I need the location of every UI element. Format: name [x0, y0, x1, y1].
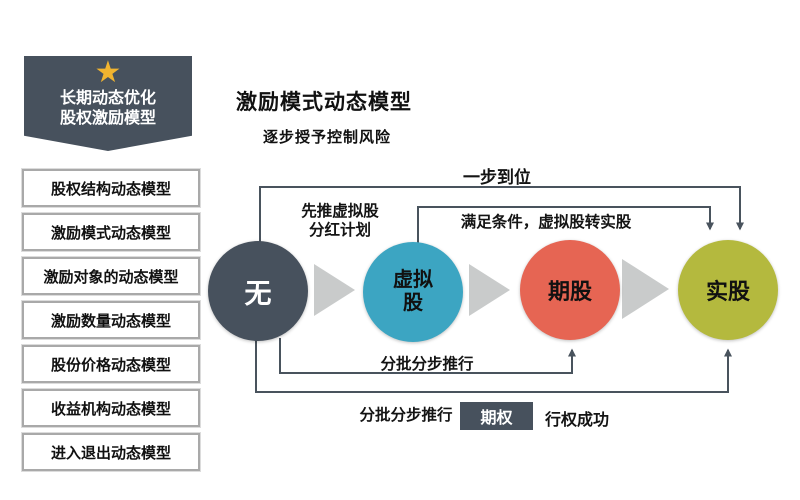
label-virtual-plan-line2: 分红计划 — [308, 222, 372, 239]
sidebar-model-list: 股权结构动态模型 激励模式动态模型 激励对象的动态模型 激励数量动态模型 股份价… — [22, 169, 200, 477]
node-option-stock: 期股 — [520, 240, 620, 340]
banner-title-line1: 长期动态优化 — [59, 90, 156, 107]
banner-title-line2: 股权激励模型 — [59, 110, 156, 127]
list-item-equity-structure: 股权结构动态模型 — [22, 169, 200, 207]
option-badge: 期权 — [460, 402, 533, 430]
list-item-incentive-target: 激励对象的动态模型 — [22, 257, 200, 295]
label-virtual-plan-line1: 先推虚拟股 — [301, 203, 379, 220]
node-real-stock-label: 实股 — [705, 279, 750, 304]
label-batch-top: 分批分步推行 — [380, 356, 474, 373]
node-real-stock: 实股 — [678, 240, 778, 340]
list-item-share-price: 股份价格动态模型 — [22, 345, 200, 383]
list-item-incentive-quantity: 激励数量动态模型 — [22, 301, 200, 339]
star-icon: ★ — [94, 56, 122, 89]
list-item-income-structure: 收益机构动态模型 — [22, 389, 200, 427]
node-none: 无 — [208, 241, 308, 341]
list-item-incentive-mode: 激励模式动态模型 — [22, 213, 200, 251]
page-subtitle: 逐步授予控制风险 — [263, 129, 392, 146]
page-title: 激励模式动态模型 — [236, 91, 412, 114]
arrow-triangle-icon — [314, 264, 355, 316]
label-batch-bottom: 分批分步推行 — [359, 407, 453, 424]
label-exercise-success: 行权成功 — [545, 412, 610, 429]
sidebar-banner: ★ 长期动态优化 股权激励模型 — [24, 56, 192, 151]
label-virtual-plan: 先推虚拟股 分红计划 — [301, 202, 379, 240]
node-none-label: 无 — [244, 278, 272, 309]
node-option-stock-label: 期股 — [547, 279, 592, 304]
label-one-step: 一步到位 — [463, 168, 531, 187]
node-virtual-stock-label: 虚拟股 — [393, 269, 433, 314]
label-condition: 满足条件，虚拟股转实股 — [460, 214, 632, 231]
path-batch-bottom — [255, 338, 732, 393]
node-virtual-stock: 虚拟股 — [363, 242, 463, 342]
list-item-entry-exit: 进入退出动态模型 — [22, 433, 200, 471]
arrow-triangle-icon — [469, 264, 510, 316]
arrow-triangle-icon — [622, 259, 669, 319]
